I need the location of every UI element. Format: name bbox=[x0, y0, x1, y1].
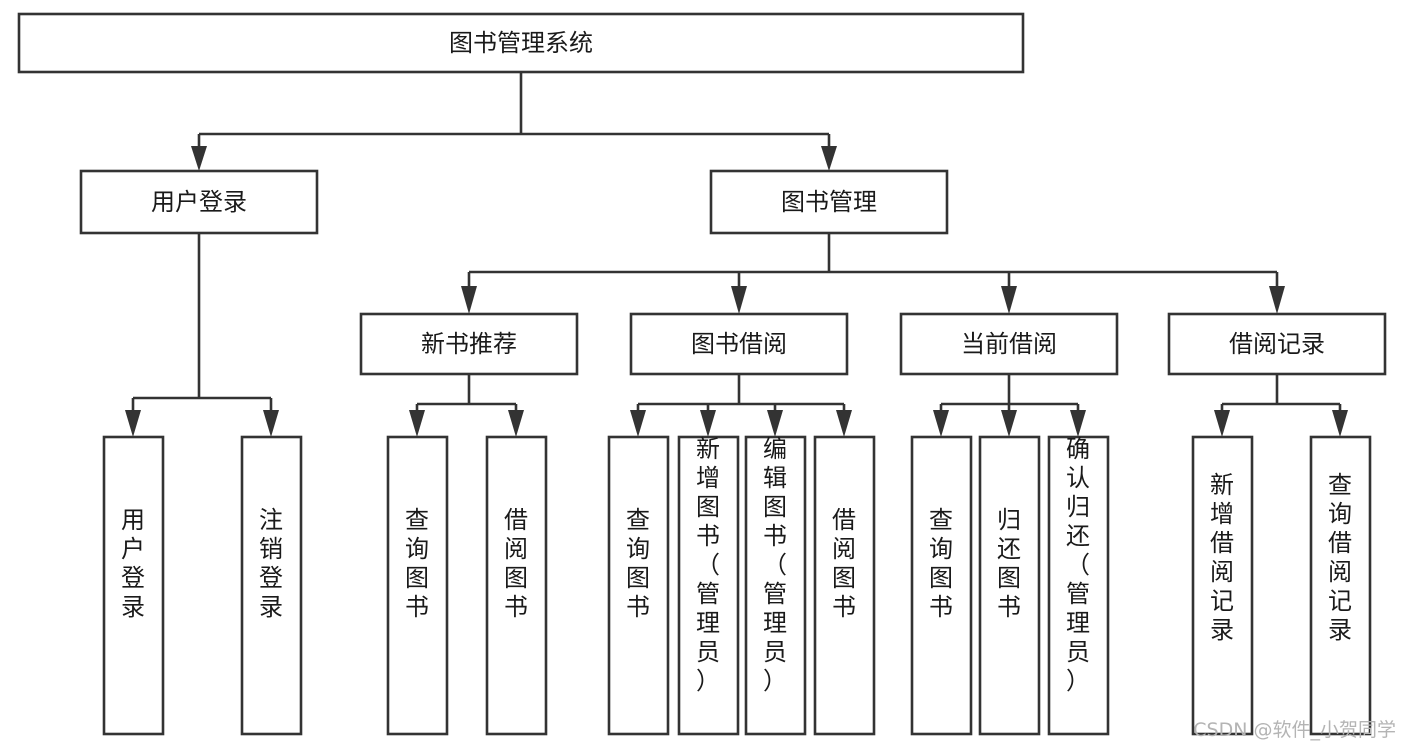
node-current-borrow-box[interactable] bbox=[899, 312, 1119, 376]
leaf-user-login-signin[interactable]: 用户登录 bbox=[102, 435, 165, 736]
leaf-borrow-borrow-book-box[interactable] bbox=[813, 435, 876, 736]
arrow-head-borrow-leaf-3 bbox=[767, 410, 783, 437]
node-current-borrow-label: 当前借阅 bbox=[961, 330, 1057, 358]
leaf-borrow-query-box[interactable] bbox=[607, 435, 670, 736]
leaf-records-query[interactable]: 查询借阅记录 bbox=[1309, 435, 1372, 736]
leaf-borrow-edit-book-label: 编辑图书（管理员） bbox=[763, 435, 787, 695]
arrow-head-borrow-leaf-2 bbox=[700, 410, 716, 437]
leaf-borrow-add-book[interactable]: 新增图书（管理员） bbox=[677, 435, 740, 736]
node-borrow-record-box[interactable] bbox=[1167, 312, 1387, 376]
node-user-login-label: 用户登录 bbox=[151, 188, 247, 216]
node-borrow-record[interactable]: 借阅记录 bbox=[1167, 312, 1387, 376]
leaf-user-login-signin-label: 用户登录 bbox=[121, 506, 145, 621]
leaf-current-query[interactable]: 查询图书 bbox=[910, 435, 973, 736]
arrow-head-borrow-leaf-1 bbox=[630, 410, 646, 437]
arrow-head-current-borrow bbox=[1001, 286, 1017, 314]
leaf-newbook-query-label: 查询图书 bbox=[405, 506, 429, 621]
leaf-records-add[interactable]: 新增借阅记录 bbox=[1191, 435, 1254, 736]
leaf-current-confirm-return-box[interactable] bbox=[1047, 435, 1110, 736]
arrow-head-borrow-record bbox=[1269, 286, 1285, 314]
node-user-login[interactable]: 用户登录 bbox=[79, 169, 319, 235]
leaf-current-query-label: 查询图书 bbox=[929, 506, 953, 621]
leaf-borrow-edit-book[interactable]: 编辑图书（管理员） bbox=[744, 435, 807, 736]
leaf-user-login-signout[interactable]: 注销登录 bbox=[240, 435, 303, 736]
node-book-management[interactable]: 图书管理 bbox=[709, 169, 949, 235]
arrow-head-newbook-leaf-2 bbox=[508, 410, 524, 437]
leaf-current-return-label: 归还图书 bbox=[997, 506, 1021, 621]
node-root-label: 图书管理系统 bbox=[449, 29, 593, 57]
leaf-records-add-label: 新增借阅记录 bbox=[1210, 471, 1234, 644]
arrow-head-book-mgmt bbox=[821, 146, 837, 171]
node-borrow-record-label: 借阅记录 bbox=[1229, 330, 1325, 358]
leaf-borrow-query-label: 查询图书 bbox=[626, 506, 650, 621]
leaf-newbook-borrow-box[interactable] bbox=[485, 435, 548, 736]
arrow-head-leaf-user-login bbox=[125, 410, 141, 437]
arrow-head-user-login bbox=[191, 146, 207, 171]
node-book-management-box[interactable] bbox=[709, 169, 949, 235]
leaf-borrow-query[interactable]: 查询图书 bbox=[607, 435, 670, 736]
leaf-borrow-add-book-label: 新增图书（管理员） bbox=[696, 435, 720, 695]
arrow-head-current-leaf-1 bbox=[933, 410, 949, 437]
node-new-book-recommend-box[interactable] bbox=[359, 312, 579, 376]
node-book-management-label: 图书管理 bbox=[781, 188, 877, 216]
node-root[interactable]: 图书管理系统 bbox=[17, 12, 1025, 74]
leaf-borrow-borrow-book[interactable]: 借阅图书 bbox=[813, 435, 876, 736]
arrow-head-newbook-leaf-1 bbox=[409, 410, 425, 437]
node-book-borrow-label: 图书借阅 bbox=[691, 330, 787, 358]
leaf-current-return-box[interactable] bbox=[978, 435, 1041, 736]
leaf-records-query-box[interactable] bbox=[1309, 435, 1372, 736]
node-new-book-recommend[interactable]: 新书推荐 bbox=[359, 312, 579, 376]
leaf-records-add-box[interactable] bbox=[1191, 435, 1254, 736]
leaf-borrow-borrow-book-label: 借阅图书 bbox=[832, 506, 856, 621]
leaf-user-login-signout-box[interactable] bbox=[240, 435, 303, 736]
leaf-user-login-signout-label: 注销登录 bbox=[259, 506, 283, 621]
node-root-box[interactable] bbox=[17, 12, 1025, 74]
node-user-login-box[interactable] bbox=[79, 169, 319, 235]
node-new-book-recommend-label: 新书推荐 bbox=[421, 330, 517, 358]
node-book-borrow-box[interactable] bbox=[629, 312, 849, 376]
arrow-head-book-borrow bbox=[731, 286, 747, 314]
connector-layer bbox=[125, 72, 1348, 437]
leaf-newbook-query-box[interactable] bbox=[386, 435, 449, 736]
leaf-current-query-box[interactable] bbox=[910, 435, 973, 736]
csdn-watermark: CSDN @软件_小贺同学 bbox=[1193, 719, 1396, 741]
leaf-current-return[interactable]: 归还图书 bbox=[978, 435, 1041, 736]
arrow-head-records-leaf-2 bbox=[1332, 410, 1348, 437]
leaf-user-login-signin-box[interactable] bbox=[102, 435, 165, 736]
leaf-borrow-edit-book-box[interactable] bbox=[744, 435, 807, 736]
arrow-head-records-leaf-1 bbox=[1214, 410, 1230, 437]
leaf-newbook-borrow-label: 借阅图书 bbox=[504, 506, 528, 621]
leaf-newbook-borrow[interactable]: 借阅图书 bbox=[485, 435, 548, 736]
leaf-current-confirm-return-label: 确认归还（管理员） bbox=[1066, 435, 1090, 695]
node-current-borrow[interactable]: 当前借阅 bbox=[899, 312, 1119, 376]
leaf-current-confirm-return[interactable]: 确认归还（管理员） bbox=[1047, 435, 1110, 736]
leaf-records-query-label: 查询借阅记录 bbox=[1328, 471, 1352, 644]
leaf-borrow-add-book-box[interactable] bbox=[677, 435, 740, 736]
arrow-head-new-book-rec bbox=[461, 286, 477, 314]
node-book-borrow[interactable]: 图书借阅 bbox=[629, 312, 849, 376]
arrow-head-leaf-logout bbox=[263, 410, 279, 437]
arrow-head-borrow-leaf-4 bbox=[836, 410, 852, 437]
arrow-head-current-leaf-3 bbox=[1070, 410, 1086, 437]
arrow-head-current-leaf-2 bbox=[1001, 410, 1017, 437]
leaf-newbook-query[interactable]: 查询图书 bbox=[386, 435, 449, 736]
